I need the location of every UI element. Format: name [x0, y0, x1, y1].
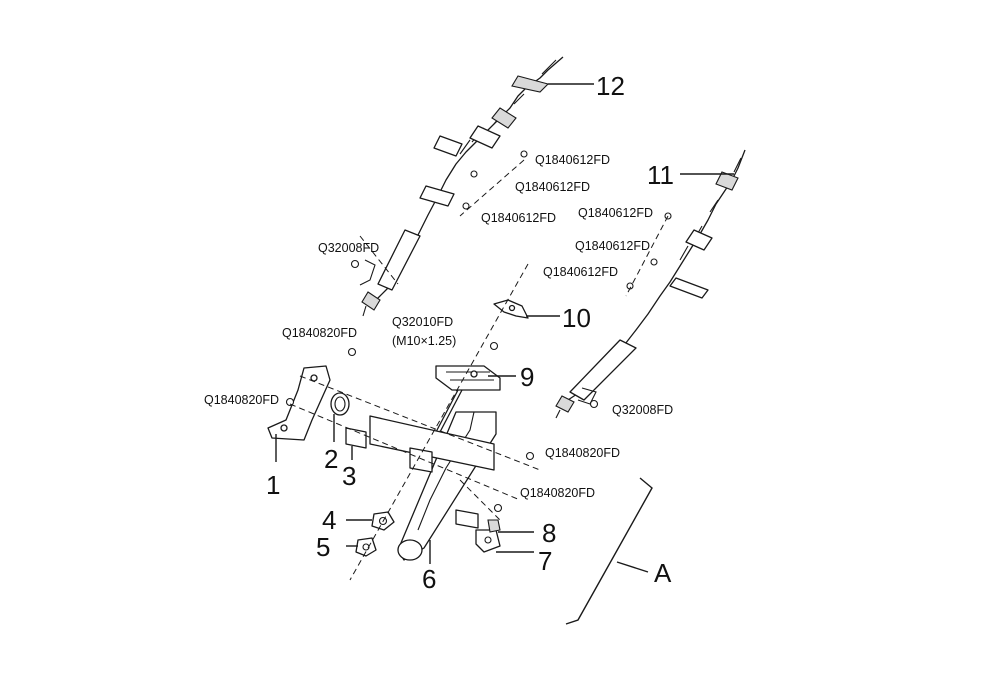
bracket-9 — [435, 365, 501, 433]
assembly-centerlines — [289, 159, 669, 581]
callout-3: 3 — [342, 461, 356, 491]
code-right-q32008: Q32008FD — [612, 403, 673, 417]
callout-2: 2 — [324, 444, 338, 474]
spring-8 — [487, 519, 501, 533]
fasteners — [285, 150, 672, 513]
callout-1: 1 — [266, 470, 280, 500]
code-right-q1840820-a: Q1840820FD — [545, 446, 620, 460]
clip-10 — [493, 299, 529, 319]
callout-4: 4 — [322, 505, 336, 535]
callout-7: 7 — [538, 546, 552, 576]
right-cable-assembly — [555, 149, 746, 419]
group-bracket-a — [565, 477, 653, 625]
code-left-q32008: Q32008FD — [318, 241, 379, 255]
callout-10: 10 — [562, 303, 591, 333]
callout-5: 5 — [316, 532, 330, 562]
callout-12: 12 — [596, 71, 625, 101]
code-q32010: Q32010FD — [392, 315, 453, 329]
code-left-q1840612-c: Q1840612FD — [481, 211, 556, 225]
code-right-q1840612-c: Q1840612FD — [543, 265, 618, 279]
nut-5 — [355, 537, 377, 557]
code-q32010-note: (M10×1.25) — [392, 334, 456, 348]
callout-8: 8 — [542, 518, 556, 548]
bracket-7 — [475, 529, 501, 553]
code-right-q1840820-b: Q1840820FD — [520, 486, 595, 500]
callout-a: A — [654, 558, 672, 588]
callout-9: 9 — [520, 362, 534, 392]
leader-lines — [275, 83, 734, 564]
ring-2 — [330, 392, 350, 416]
code-left-q1840820-b: Q1840820FD — [204, 393, 279, 407]
callout-6: 6 — [422, 564, 436, 594]
left-cable-assembly — [359, 56, 564, 317]
code-left-q1840612-b: Q1840612FD — [515, 180, 590, 194]
code-left-q1840820: Q1840820FD — [282, 326, 357, 340]
code-right-q1840612-a: Q1840612FD — [578, 206, 653, 220]
callout-11: 11 — [647, 160, 674, 190]
cross-plate-3 — [345, 415, 495, 529]
code-right-q1840612-b: Q1840612FD — [575, 239, 650, 253]
code-left-q1840612-a: Q1840612FD — [535, 153, 610, 167]
